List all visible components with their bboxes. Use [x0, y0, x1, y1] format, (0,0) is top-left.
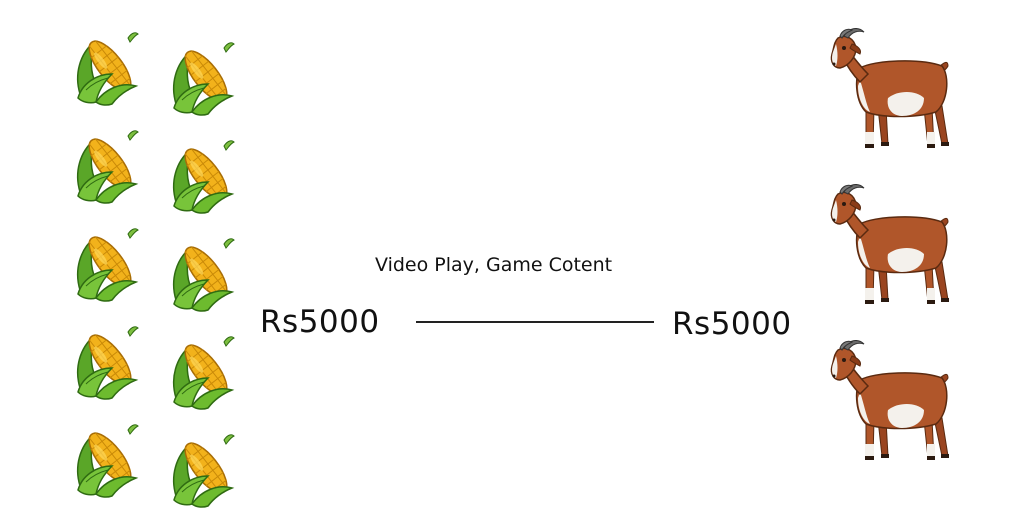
connector-line — [416, 321, 654, 323]
corn-icon — [72, 28, 144, 106]
goat-icon — [826, 184, 954, 314]
left-price: Rs5000 — [260, 304, 380, 340]
corn-icon — [168, 38, 240, 116]
corn-icon — [72, 322, 144, 400]
goat-icon — [826, 28, 954, 158]
corn-icon — [168, 136, 240, 214]
corn-icon — [168, 234, 240, 312]
corn-icon — [168, 332, 240, 410]
goat-icon — [826, 340, 954, 470]
right-price: Rs5000 — [672, 306, 792, 342]
corn-icon — [168, 430, 240, 508]
corn-icon — [72, 224, 144, 302]
corn-icon — [72, 126, 144, 204]
corn-icon — [72, 420, 144, 498]
caption-text: Video Play, Game Cotent — [375, 254, 613, 276]
